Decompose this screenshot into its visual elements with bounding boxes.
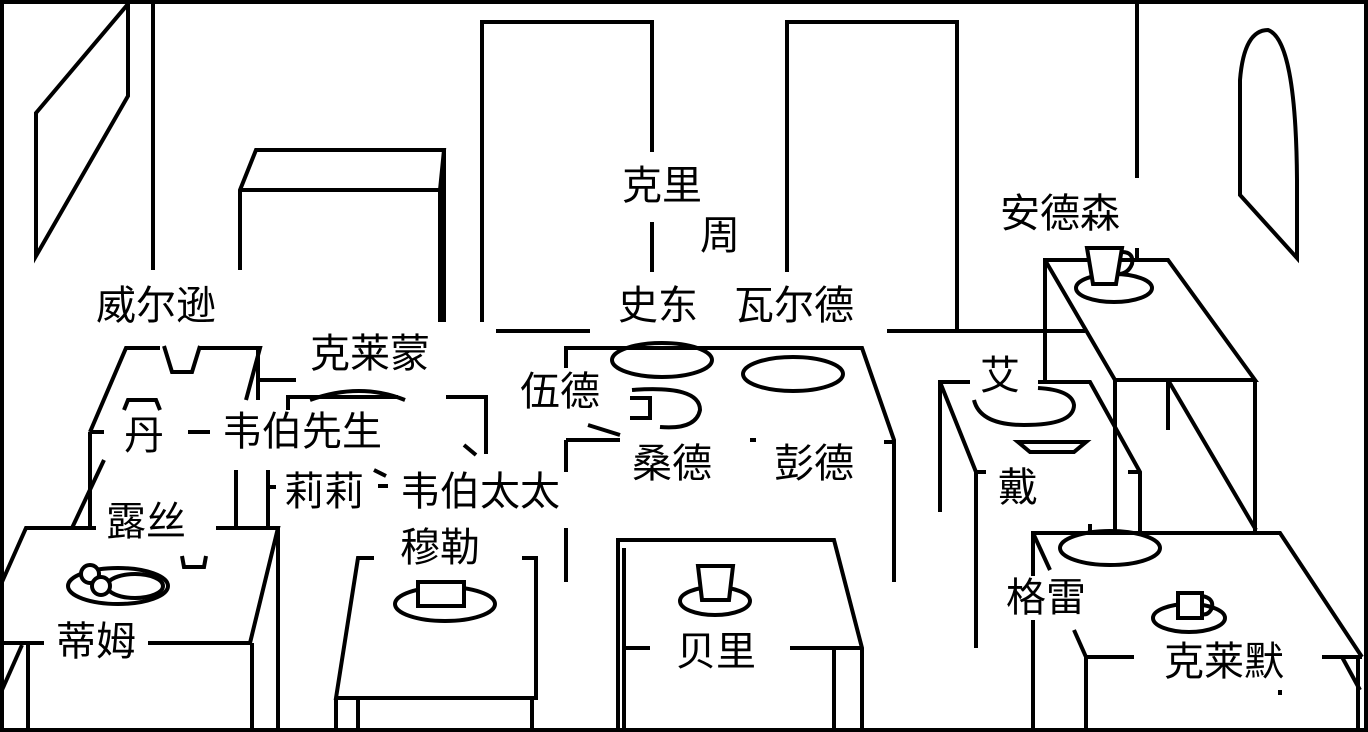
label-zhou: 周 xyxy=(696,214,744,258)
label-clemo: 克莱默 xyxy=(1160,640,1288,684)
cup-icon xyxy=(1084,246,1125,286)
cup-icon xyxy=(695,564,736,602)
door-left-icon xyxy=(480,20,654,322)
table-anderson xyxy=(1043,246,1259,532)
table-tim xyxy=(0,526,281,730)
cup-icon xyxy=(1176,591,1204,620)
table-sander xyxy=(564,341,896,582)
bowl-icon xyxy=(122,398,162,411)
label-ruth: 露丝 xyxy=(102,500,190,544)
table-wilson xyxy=(70,345,296,529)
label-stone: 史东 xyxy=(614,284,702,328)
label-dai: 戴 xyxy=(994,466,1042,510)
plate-icon xyxy=(741,355,845,393)
back-wall xyxy=(151,2,1139,333)
plate-icon xyxy=(1058,529,1162,567)
label-mr-webb: 韦伯先生 xyxy=(218,410,386,454)
cup-icon xyxy=(180,555,208,569)
label-berry: 贝里 xyxy=(672,630,760,674)
bowl-icon xyxy=(1012,440,1092,454)
plate-icon xyxy=(631,387,703,430)
picture-frame-icon xyxy=(34,0,130,264)
door-right-icon xyxy=(785,20,959,331)
label-lily: 莉莉 xyxy=(280,470,368,514)
label-tim: 蒂姆 xyxy=(52,620,140,664)
plate-icon xyxy=(972,386,1077,428)
plate-icon xyxy=(610,341,714,379)
label-muller: 穆勒 xyxy=(396,526,484,570)
table-dai xyxy=(938,380,1142,648)
label-sander: 桑德 xyxy=(628,442,716,486)
label-mrs-webb: 韦伯太太 xyxy=(396,470,564,514)
label-anderson: 安德森 xyxy=(996,192,1124,236)
label-gray: 格雷 xyxy=(1002,576,1090,620)
table-webb xyxy=(266,389,568,582)
label-clemon: 克莱蒙 xyxy=(306,332,434,376)
label-dan: 丹 xyxy=(120,414,168,458)
table-clemo xyxy=(1031,524,1364,730)
label-wilson: 威尔逊 xyxy=(92,284,220,328)
cup-icon xyxy=(630,396,652,420)
cabinet-icon xyxy=(238,148,447,322)
label-wood: 伍德 xyxy=(516,370,604,414)
plate-icon xyxy=(309,389,406,402)
table-berry xyxy=(616,538,864,730)
label-ai: 艾 xyxy=(976,354,1024,398)
table-muller xyxy=(333,556,538,730)
plate-with-food-icon xyxy=(66,563,170,606)
label-kerry: 克里 xyxy=(618,164,706,208)
bread-icon xyxy=(416,580,466,608)
cup-icon xyxy=(162,345,202,374)
window-icon xyxy=(1238,27,1299,264)
label-pender: 彭德 xyxy=(770,442,858,486)
label-ward: 瓦尔德 xyxy=(730,284,858,328)
